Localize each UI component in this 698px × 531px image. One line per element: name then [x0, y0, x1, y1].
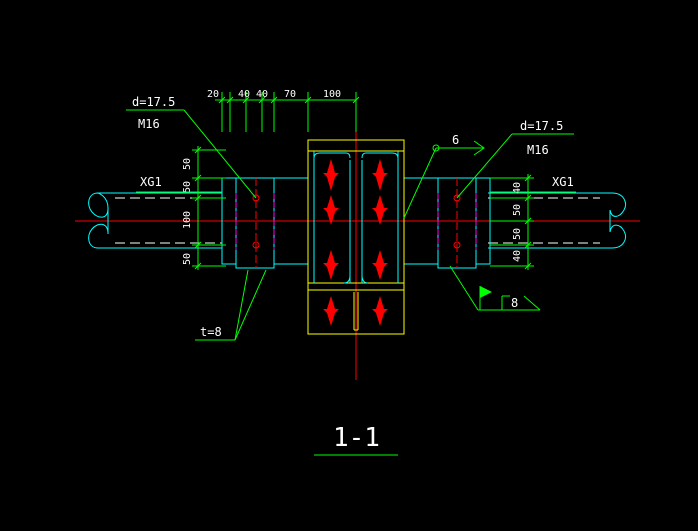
top-dim-40b: 40 [256, 89, 268, 100]
left-member-label: XG1 [140, 175, 162, 189]
right-bolt-label: M16 [527, 143, 549, 157]
plate-thickness-leader [195, 269, 267, 341]
top-dimension-chain [215, 92, 360, 132]
bottom-weld-size: 8 [511, 296, 518, 310]
right-dimension-chain [490, 174, 534, 270]
left-dimension-chain [192, 146, 226, 270]
plate-thickness-label: t=8 [200, 325, 222, 339]
right-bolt-hole-top [453, 194, 461, 202]
section-title: 1-1 [333, 423, 380, 453]
bolt-symbol [323, 195, 339, 225]
bolt-symbol [372, 250, 388, 280]
right-connection-plate [404, 177, 491, 269]
right-pipe [488, 192, 626, 249]
left-pipe-hidden-lines [115, 197, 222, 244]
bolt-symbol [323, 296, 339, 326]
left-bolt-hole-bottom [252, 241, 260, 249]
left-dim-50b: 50 [182, 181, 193, 193]
left-callout-leader [126, 109, 257, 199]
bolt-symbol [323, 250, 339, 280]
right-dim-50b: 50 [512, 228, 523, 240]
right-member-label: XG1 [552, 175, 574, 189]
top-weld-leader [403, 140, 485, 219]
right-callout-leader [456, 133, 576, 199]
left-bolt-label: M16 [138, 117, 160, 131]
right-dim-40a: 40 [512, 182, 523, 194]
right-dim-40b: 40 [512, 250, 523, 262]
left-dim-50c: 50 [182, 253, 193, 265]
right-dim-50a: 50 [512, 204, 523, 216]
left-bolt-hole-top [252, 194, 260, 202]
bolt-symbols [323, 159, 388, 326]
left-dim-50a: 50 [182, 158, 193, 170]
bolt-symbol [372, 195, 388, 225]
right-hole-label: d=17.5 [520, 119, 563, 133]
top-dim-40a: 40 [238, 89, 250, 100]
top-dim-20: 20 [207, 89, 219, 100]
weld-flag-icon [480, 286, 492, 298]
left-dim-100: 100 [182, 211, 193, 229]
top-weld-size: 6 [452, 133, 459, 147]
bolt-symbol [372, 296, 388, 326]
left-hole-label: d=17.5 [132, 95, 175, 109]
bolt-symbol [323, 159, 339, 191]
central-column-section [307, 139, 405, 335]
left-connection-plate [221, 177, 308, 269]
bolt-symbol [372, 159, 388, 191]
right-bolt-hole-bottom [453, 241, 461, 249]
left-pipe [88, 192, 222, 249]
bottom-weld-leader [449, 265, 541, 311]
top-dim-100: 100 [323, 89, 341, 100]
top-dim-70: 70 [284, 89, 296, 100]
